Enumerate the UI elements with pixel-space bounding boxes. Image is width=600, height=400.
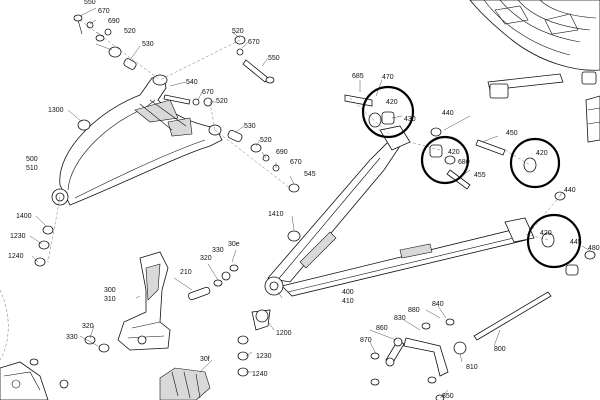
label-520-top: 520	[124, 28, 136, 35]
part-labels: 550 670 690 520 530 520 670 550 540 670 …	[8, 0, 600, 400]
label-530-top: 530	[142, 41, 154, 48]
label-320-top: 320	[200, 255, 212, 262]
wheel-disc-fragment	[469, 0, 600, 71]
label-320-low: 320	[82, 323, 94, 330]
label-455: 455	[474, 172, 486, 179]
label-30e: 30e	[228, 241, 240, 248]
label-860: 860	[376, 325, 388, 332]
highlight-circle-420-d	[526, 213, 582, 269]
upper-arm-hardware	[34, 14, 300, 267]
lower-a-arm	[264, 125, 535, 297]
label-1240-low: 1240	[252, 371, 268, 378]
label-420-d: 420	[540, 230, 552, 237]
label-870: 870	[360, 337, 372, 344]
upper-a-arm	[51, 74, 223, 206]
bumper-block	[159, 367, 211, 400]
label-1400: 1400	[16, 213, 32, 220]
label-1240-left: 1240	[8, 253, 24, 260]
tie-rod-fragment	[487, 71, 600, 143]
label-30f: 30f	[200, 356, 210, 363]
label-530-low: 530	[244, 123, 256, 130]
label-440-a: 440	[442, 110, 454, 117]
leader-lines	[29, 7, 593, 399]
label-330-top: 330	[212, 247, 224, 254]
label-670-right: 670	[248, 39, 260, 46]
label-880: 880	[408, 307, 420, 314]
label-1200: 1200	[276, 330, 292, 337]
label-420-b: 420	[448, 149, 460, 156]
highlight-circle-420-b	[420, 135, 470, 185]
label-670-low: 670	[290, 159, 302, 166]
label-550-right: 550	[268, 55, 280, 62]
highlight-circle-420-a	[361, 85, 415, 139]
label-480: 480	[588, 245, 600, 252]
label-445: 445	[570, 239, 582, 246]
label-690-low: 690	[276, 149, 288, 156]
label-450: 450	[506, 130, 518, 137]
label-1300: 1300	[48, 107, 64, 114]
label-310: 310	[104, 296, 116, 303]
highlight-circles	[361, 85, 582, 269]
knuckle-bracket	[84, 251, 239, 353]
label-685: 685	[352, 73, 364, 80]
label-400: 400	[342, 289, 354, 296]
label-550-top: 550	[84, 0, 96, 6]
label-810: 810	[466, 364, 478, 371]
label-545: 545	[304, 171, 316, 178]
label-690: 690	[108, 18, 120, 25]
label-330-low: 330	[66, 334, 78, 341]
label-1410: 1410	[268, 211, 284, 218]
label-520-right: 520	[232, 28, 244, 35]
label-210: 210	[180, 269, 192, 276]
ball-joint	[237, 309, 271, 377]
label-830: 830	[394, 315, 406, 322]
label-300: 300	[104, 287, 116, 294]
label-800: 800	[494, 346, 506, 353]
label-430: 430	[404, 116, 416, 123]
label-670-mid: 670	[202, 89, 214, 96]
sway-bar-link	[370, 291, 552, 400]
label-470: 470	[382, 74, 394, 81]
label-520-mid: 520	[216, 98, 228, 105]
label-670-top: 670	[98, 8, 110, 15]
label-1230-left: 1230	[10, 233, 26, 240]
label-850: 850	[442, 393, 454, 400]
label-420-a: 420	[386, 99, 398, 106]
label-440-b: 440	[564, 187, 576, 194]
highlight-circle-420-c	[509, 137, 561, 189]
label-510: 510	[26, 165, 38, 172]
label-520-low: 520	[260, 137, 272, 144]
label-1230-low: 1230	[256, 353, 272, 360]
label-420-c: 420	[536, 150, 548, 157]
label-540: 540	[186, 79, 198, 86]
label-840: 840	[432, 301, 444, 308]
frame-fragment	[0, 289, 69, 400]
label-500: 500	[26, 156, 38, 163]
label-410: 410	[342, 298, 354, 305]
label-680: 680	[458, 159, 470, 166]
